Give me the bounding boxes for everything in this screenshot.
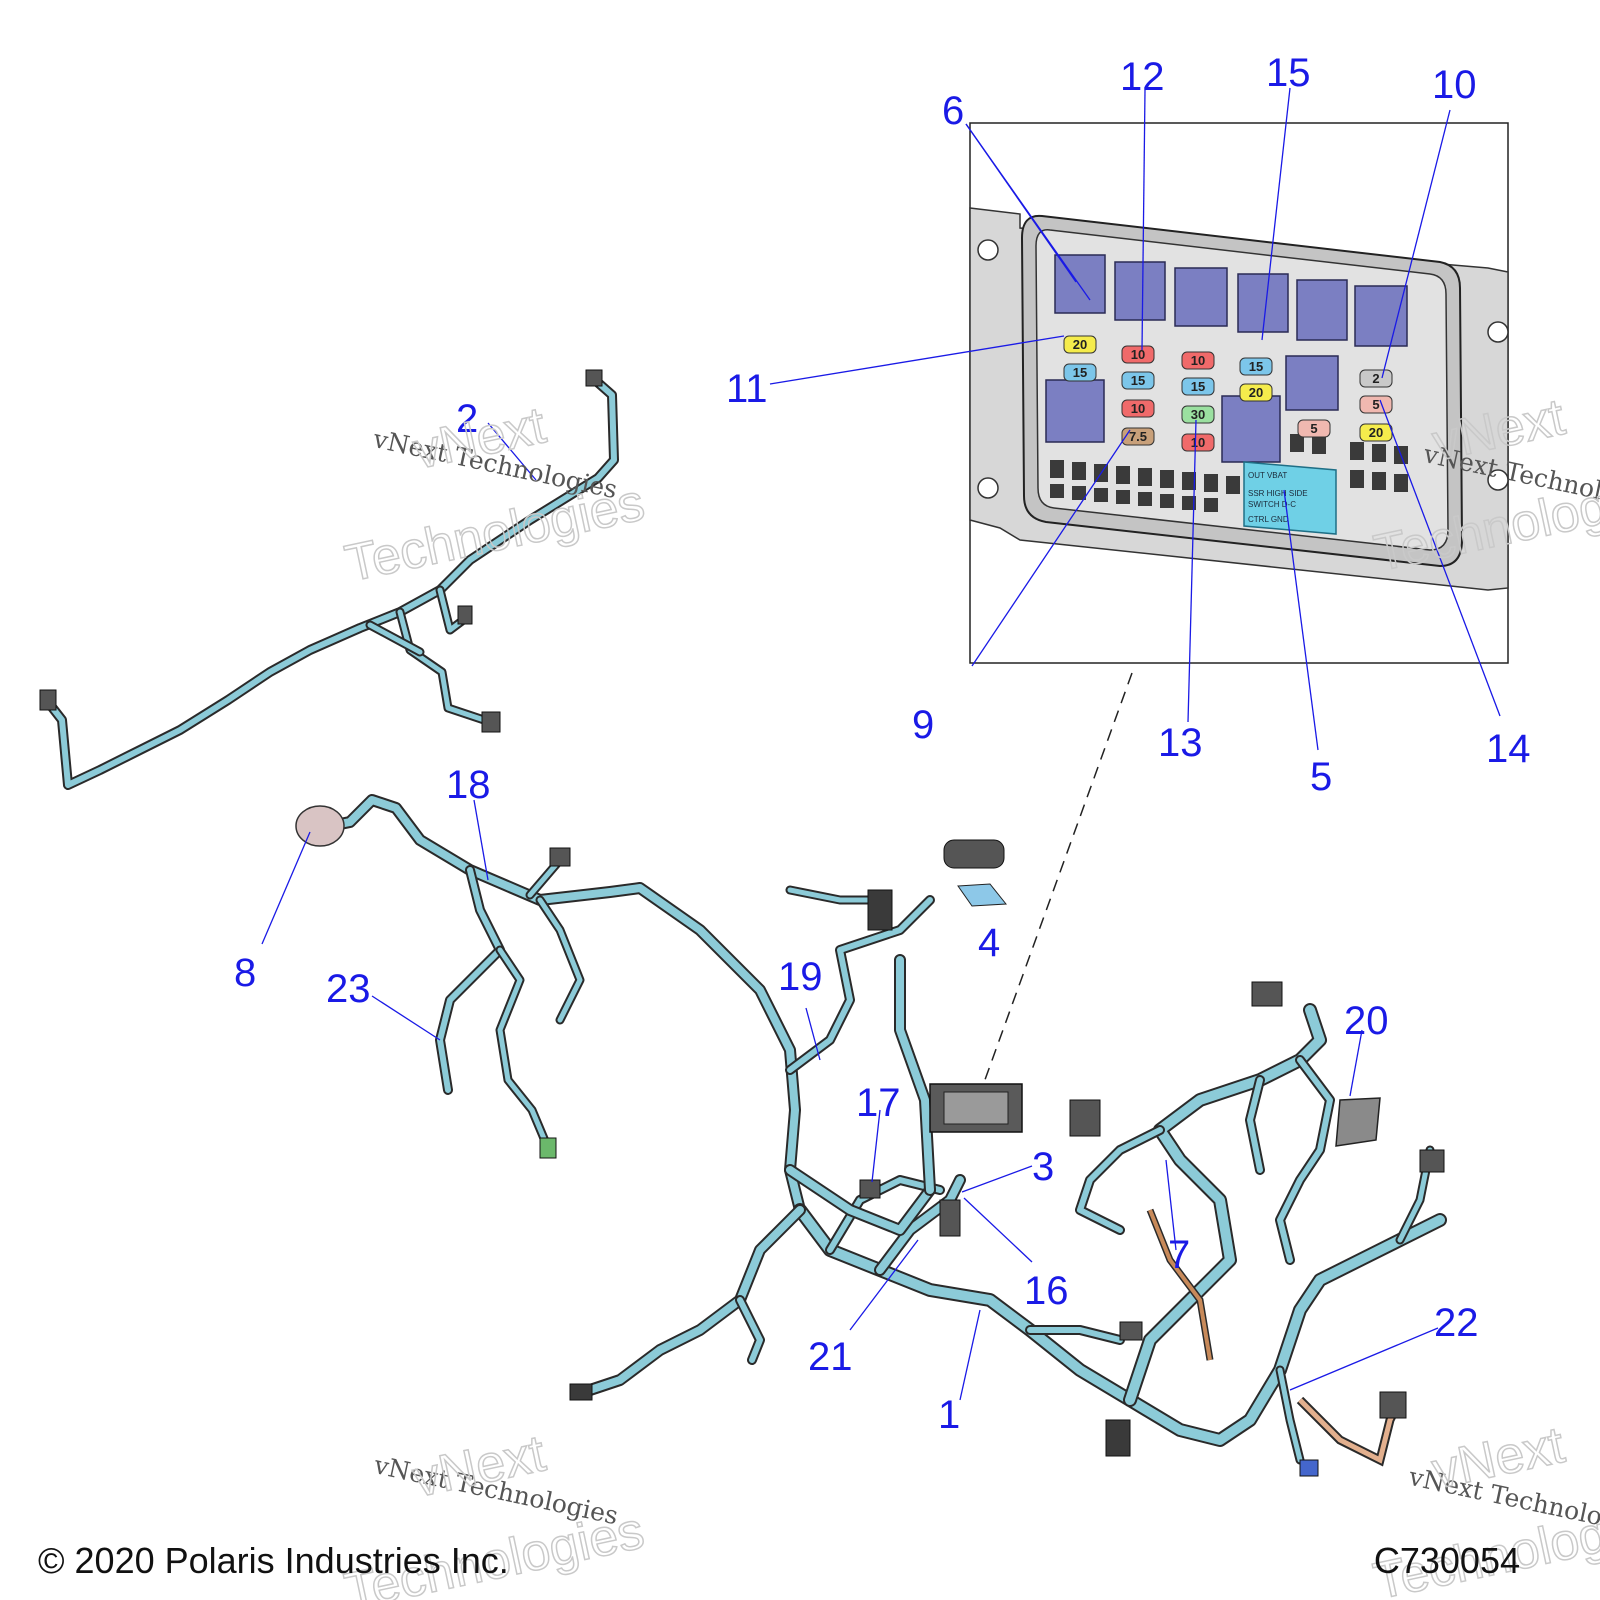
fuse-12: [1181, 433, 1215, 452]
callout-2: 2: [456, 397, 478, 441]
fuse-6: [1121, 371, 1155, 390]
drawing-number: C730054: [1373, 1540, 1520, 1581]
ssr-label-line2: SSR HIGH SIDE: [1248, 489, 1308, 498]
callout-16: 16: [1024, 1269, 1069, 1313]
fuse-label-15: 5: [1310, 421, 1317, 436]
fuse-7: [1181, 377, 1215, 396]
callout-13: 13: [1158, 721, 1203, 765]
callout-10: 10: [1432, 63, 1477, 107]
callout-19: 19: [778, 955, 823, 999]
callout-4: 4: [978, 921, 1000, 965]
fuse-4: [1239, 357, 1273, 376]
copyright-notice: © 2020 Polaris Industries Inc.: [38, 1540, 509, 1581]
fuse-label-11: 7.5: [1129, 429, 1147, 444]
leader-lines: [261, 87, 1501, 1401]
harness-left-branch: [295, 794, 806, 1216]
fuse-group: 20 10 10 15 15 15 15 20 10 30 7.5 10 2 5 5 20: [1063, 335, 1393, 452]
callout-5: 5: [1310, 755, 1332, 799]
fuse-label-5: 15: [1073, 365, 1087, 380]
fuse-label-1: 20: [1073, 337, 1087, 352]
fuse-2: [1121, 345, 1155, 364]
fuse-label-6: 15: [1131, 373, 1145, 388]
watermark-big-4a: vNext: [1427, 1416, 1570, 1500]
callout-15: 15: [1266, 51, 1311, 95]
ssr-label-line1: OUT VBAT: [1248, 471, 1287, 480]
callout-18: 18: [446, 763, 491, 807]
fuse-label-3: 10: [1191, 353, 1205, 368]
callout-14: 14: [1486, 727, 1531, 771]
callout-8: 8: [234, 951, 256, 995]
callout-12: 12: [1120, 55, 1165, 99]
fuse-label-16: 20: [1369, 425, 1383, 440]
fuse-13: [1359, 369, 1393, 388]
harness-2: [39, 369, 619, 790]
fuse-1: [1063, 335, 1097, 354]
callout-21: 21: [808, 1335, 853, 1379]
callout-9: 9: [912, 703, 934, 747]
fuse-15: [1297, 419, 1331, 438]
callout-6: 6: [942, 89, 964, 133]
watermark-big-1b: Technologies: [340, 474, 649, 594]
fuse-label-10: 30: [1191, 407, 1205, 422]
callout-11: 11: [726, 367, 768, 411]
fuse-label-7: 15: [1191, 379, 1205, 394]
fuse-box-inset: 20 10 10 15 15 15 15 20 10 30 7.5 10 2 5 5 20 OUT VBAT …: [969, 122, 1509, 664]
fuse-5: [1063, 363, 1097, 382]
callout-labels: 2 6 12 15 10 11 9 13 5 14 18 8 23 4 19 2…: [234, 51, 1531, 1437]
fuse-label-9: 10: [1131, 401, 1145, 416]
callout-22: 22: [1434, 1301, 1479, 1345]
fuse-label-14: 5: [1372, 397, 1379, 412]
ssr-label-line3: SWITCH D-C: [1248, 500, 1296, 509]
callout-20: 20: [1344, 999, 1389, 1043]
fuse-label-8: 20: [1249, 385, 1263, 400]
ssr-relay-module: OUT VBAT SSR HIGH SIDE SWITCH D-C CTRL G…: [1243, 461, 1337, 535]
callout-3: 3: [1032, 1145, 1054, 1189]
callout-7: 7: [1168, 1233, 1190, 1277]
fuse-socket-grid: [1050, 434, 1408, 512]
fuse-3: [1181, 351, 1215, 370]
fuse-label-4: 15: [1249, 359, 1263, 374]
fuse-9: [1121, 399, 1155, 418]
callout-23: 23: [326, 967, 371, 1011]
callout-17: 17: [856, 1081, 901, 1125]
fuse-label-2: 10: [1131, 347, 1145, 362]
ssr-label-line4: CTRL GND: [1248, 515, 1289, 524]
fuse-label-13: 2: [1372, 371, 1379, 386]
fuse-11: [1121, 427, 1155, 446]
harness-1-main: [569, 839, 1447, 1477]
fuse-10: [1181, 405, 1215, 424]
inset-leader-dashed: [981, 672, 1133, 1089]
fuse-label-12: 10: [1191, 435, 1205, 450]
fuse-8: [1239, 383, 1273, 402]
callout-1: 1: [938, 1393, 960, 1437]
